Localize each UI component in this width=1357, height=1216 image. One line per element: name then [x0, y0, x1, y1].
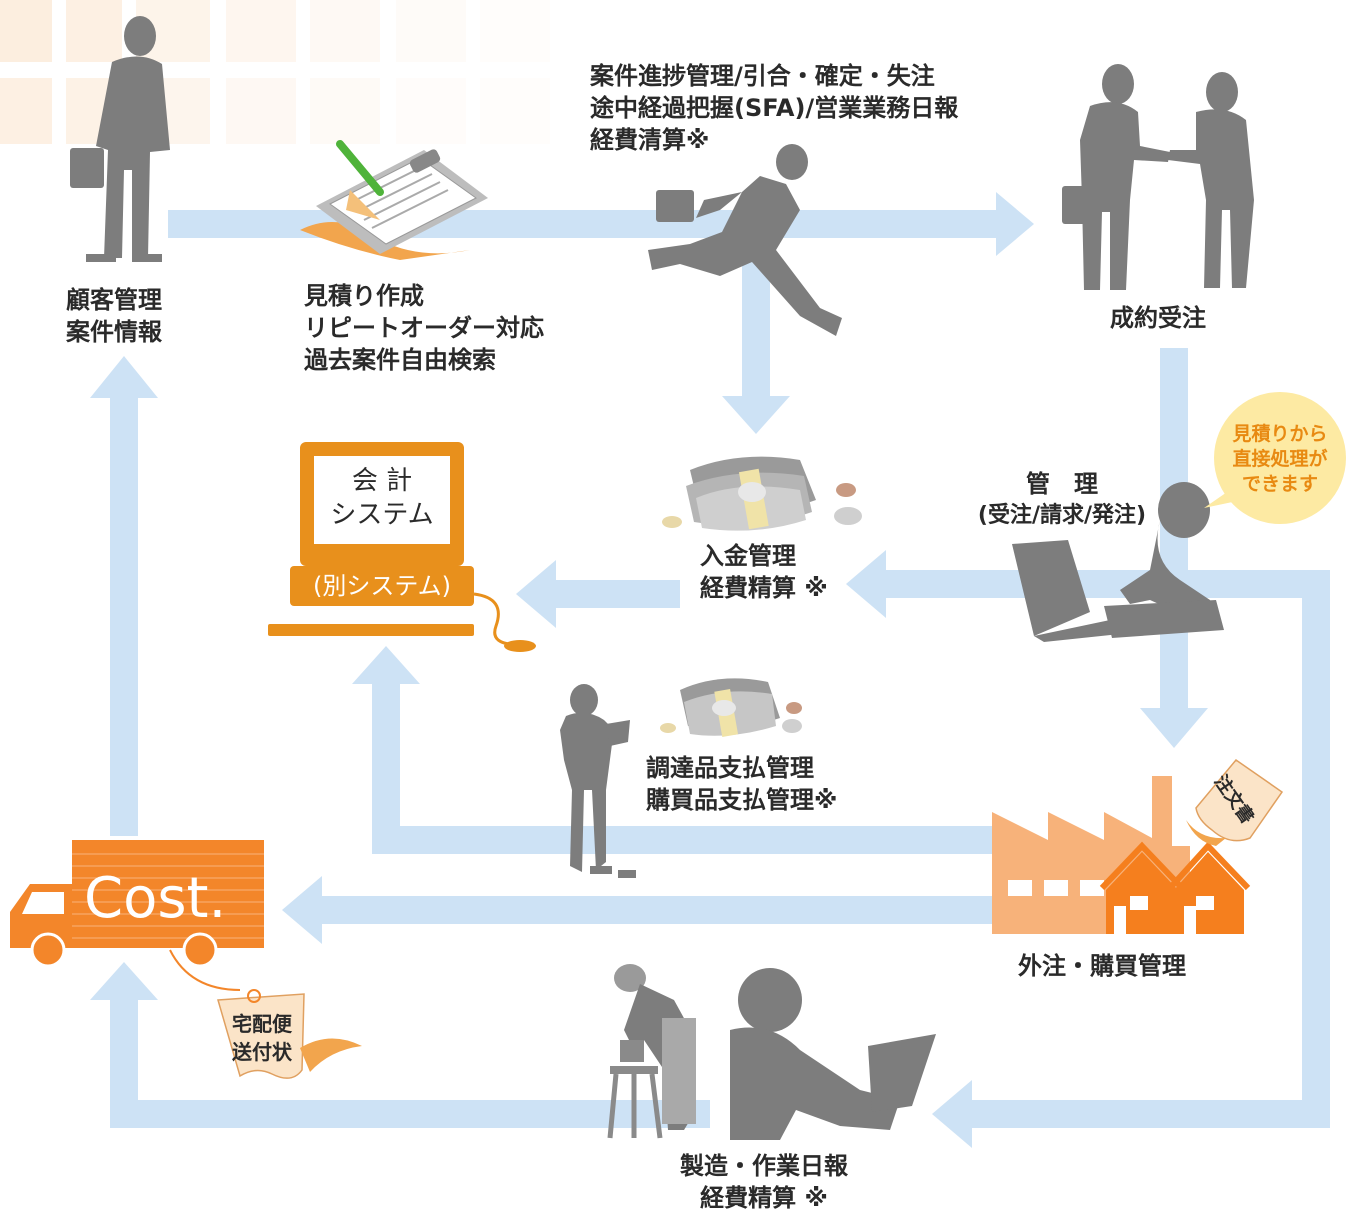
arrow-contract-down-head — [1140, 708, 1208, 748]
arrow-deposit-left-head — [516, 560, 556, 628]
computer-icon — [268, 442, 536, 652]
estimate-label: 見積り作成 リピートオーダー対応 過去案件自由検索 — [304, 282, 544, 374]
accounting-screen-label: 会 計 システム — [330, 466, 434, 530]
deposit-label: 入金管理 経費精算 ※ — [700, 542, 828, 602]
businessman-icon — [70, 16, 170, 262]
payment-label: 調達品支払管理 購買品支払管理※ — [646, 754, 838, 814]
arrow-truck-up — [110, 1000, 138, 1128]
accounting-base-label: (別システム) — [312, 572, 451, 600]
arrow-bottom-right-head — [932, 1080, 972, 1148]
handshake-icon — [1062, 64, 1254, 291]
arrow-bottom-left — [110, 1100, 710, 1128]
arrow-management-left — [880, 570, 1330, 598]
running-businessman-icon — [648, 144, 842, 336]
welder-icon — [607, 964, 696, 1139]
arrow-factory-left — [372, 826, 992, 854]
customer-label: 顧客管理 案件情報 — [66, 286, 162, 346]
manufacturing-label: 製造・作業日報 経費精算 ※ — [680, 1152, 848, 1212]
worker-icon — [560, 684, 636, 878]
flow-arrows — [90, 192, 1330, 1148]
truck-logo: Cost. — [84, 866, 227, 931]
arrow-right-column — [1302, 570, 1330, 1128]
arrow-top-shaft — [168, 210, 998, 238]
arrow-bottom-right — [965, 1100, 1330, 1128]
arrow-deposit-left — [550, 580, 680, 608]
outsourcing-label: 外注・購買管理 — [1018, 952, 1186, 980]
delivery-slip-label: 宅配便 送付状 — [232, 1012, 292, 1064]
woman-desk-icon — [730, 968, 936, 1140]
woman-laptop-icon — [1012, 482, 1224, 642]
arrow-truck-up-head — [90, 962, 158, 1000]
management-label: 管 理 (受注/請求/発注) — [977, 470, 1147, 528]
money-icon — [662, 456, 862, 531]
contract-label: 成約受注 — [1110, 304, 1206, 332]
arrow-accounting-up — [372, 680, 400, 854]
arrow-truck-left-head — [282, 876, 322, 944]
clipboard-icon — [300, 140, 488, 260]
order-document-icon — [1186, 758, 1284, 846]
factory-icon — [992, 776, 1251, 934]
money-icon-small — [660, 678, 802, 738]
arrow-sales-down-head — [722, 396, 790, 434]
truck-icon — [10, 840, 264, 991]
sales-label: 案件進捗管理/引合・確定・失注 途中経過把握(SFA)/営業業務日報 経費清算※ — [590, 62, 959, 154]
arrow-customer-up — [110, 396, 138, 836]
speech-bubble-text: 見積りから 直接処理が できます — [1232, 423, 1328, 495]
arrow-management-left-head — [846, 550, 886, 618]
arrow-customer-up-head — [90, 356, 158, 398]
speech-bubble — [1204, 392, 1346, 524]
arrow-accounting-up-head — [352, 646, 420, 684]
arrow-top-head — [996, 192, 1034, 256]
delivery-slip-icon — [217, 989, 362, 1079]
arrow-truck-left — [315, 896, 992, 924]
